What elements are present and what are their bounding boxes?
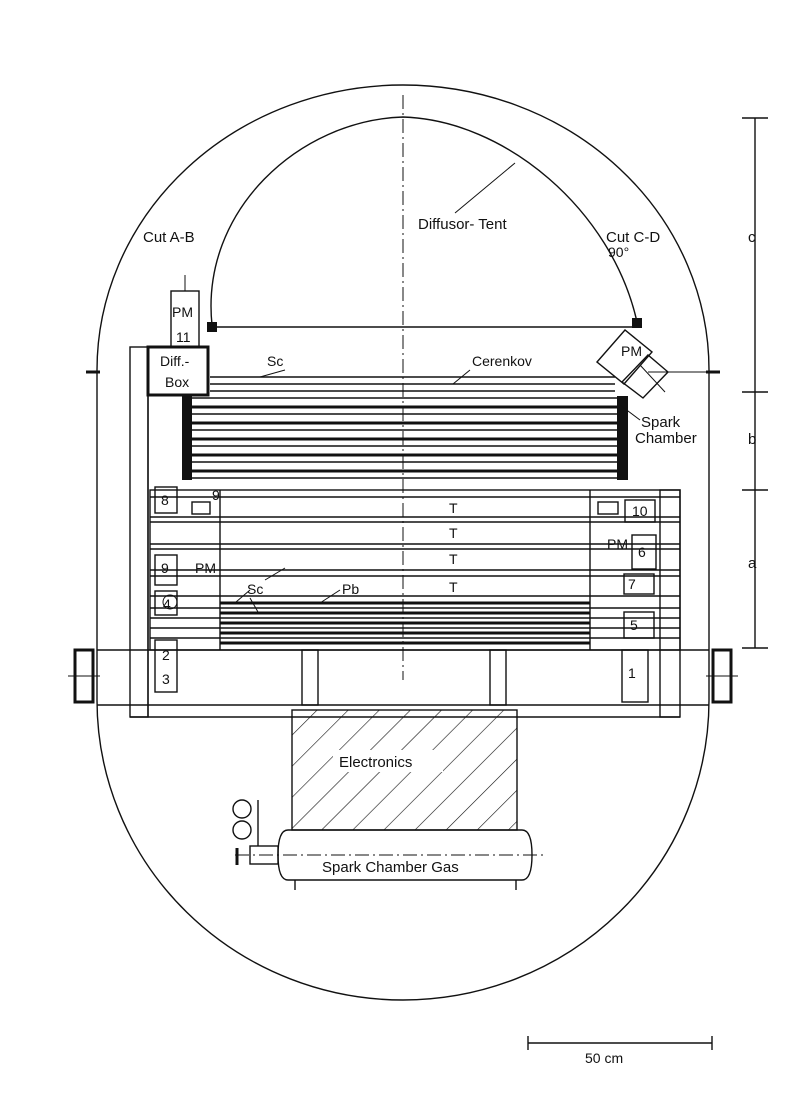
- block-8: [154, 486, 178, 514]
- pm-10-small: [597, 501, 619, 515]
- sc-t-leader: [264, 567, 286, 581]
- scale-bar: [527, 1036, 713, 1050]
- block-9: [154, 554, 178, 586]
- outer-envelope: [96, 84, 710, 1001]
- num-10: 10: [632, 503, 648, 519]
- t-layers: [150, 496, 680, 597]
- spark-label-2: Chamber: [635, 430, 697, 447]
- dim-a-label: a: [748, 555, 757, 572]
- num-2: 2: [162, 647, 170, 663]
- t-label-1: T: [449, 500, 458, 516]
- pm-right-label: PM: [621, 343, 642, 359]
- pm-top-num: 11: [176, 329, 191, 345]
- spark-label-1: Spark: [641, 414, 681, 431]
- tent-right-foot: [632, 318, 642, 328]
- pb-label: Pb: [342, 581, 359, 597]
- dim-c-label: c: [748, 229, 756, 246]
- block-5: [623, 611, 655, 639]
- gauge-bottom-icon: [232, 820, 252, 840]
- t-label-3: T: [449, 551, 458, 567]
- t-label-2: T: [449, 525, 458, 541]
- pm-right-assembly: [595, 329, 706, 399]
- diffbox-label-2: Box: [165, 374, 189, 390]
- cut-left-label: Cut A-B: [143, 229, 195, 246]
- cerenkov-label: Cerenkov: [472, 353, 532, 369]
- gas-valve: [249, 845, 279, 865]
- tent-left-foot: [207, 322, 217, 332]
- t-label-4: T: [449, 579, 458, 595]
- spark-chamber-stack: [182, 396, 628, 480]
- sc-top-label: Sc: [267, 353, 283, 369]
- pm-mid-left: PM: [195, 560, 216, 576]
- num-4: 4: [163, 596, 171, 612]
- sc-low-label: Sc: [247, 581, 263, 597]
- block-2-3: [154, 639, 178, 693]
- pb-layers: [150, 601, 680, 645]
- gas-label: Spark Chamber Gas: [322, 859, 459, 876]
- num-3: 3: [162, 671, 170, 687]
- block-7: [623, 573, 655, 595]
- electronics-label-bg: [333, 750, 443, 772]
- cerenkov-leader: [452, 369, 471, 385]
- pb-leader: [319, 589, 341, 604]
- electronics-label: Electronics: [339, 754, 412, 771]
- cut-right-label: Cut C-D: [606, 229, 660, 246]
- dimension-bar: [742, 117, 768, 649]
- right-leg: [489, 649, 507, 706]
- num-6: 6: [638, 544, 646, 560]
- sc-leader: [259, 369, 286, 378]
- pm-small-left-knob: [162, 594, 178, 610]
- pm-mid-right: PM: [607, 536, 628, 552]
- left-leg: [301, 649, 319, 706]
- sc-low-leader-2: [249, 597, 259, 613]
- spark-leader: [619, 404, 641, 421]
- pm-top-label: PM: [172, 304, 193, 320]
- diffusor-label: Diffusor- Tent: [418, 216, 507, 233]
- right-frame: [659, 489, 681, 718]
- sc-low-leader-1: [235, 589, 251, 603]
- cut-right-angle: 90°: [608, 244, 629, 260]
- small-9: 9: [212, 487, 220, 503]
- gauge-top-icon: [232, 799, 252, 819]
- num-7: 7: [628, 576, 636, 592]
- block-6: [631, 534, 657, 570]
- diffusor-leader: [454, 162, 516, 214]
- diffusor-tent: [210, 116, 638, 326]
- dim-b-label: b: [748, 431, 756, 448]
- num-8: 8: [161, 492, 169, 508]
- num-1: 1: [628, 665, 636, 681]
- block-10: [624, 499, 656, 523]
- scale-label: 50 cm: [585, 1050, 623, 1066]
- pm-9-small: [191, 501, 211, 515]
- num-5: 5: [630, 617, 638, 633]
- gas-cylinder: [277, 829, 533, 881]
- num-9: 9: [161, 560, 169, 576]
- diffbox-label-1: Diff.-: [160, 353, 190, 369]
- left-frame: [129, 346, 149, 718]
